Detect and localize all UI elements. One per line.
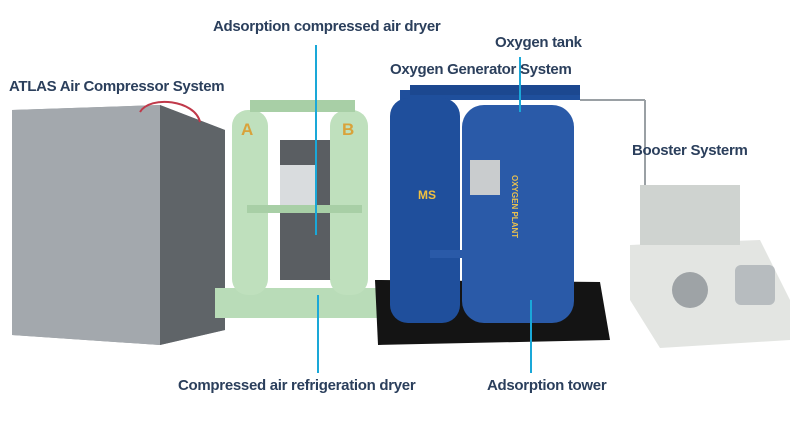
leader-line-adsorption-dryer — [315, 45, 317, 235]
leader-line-refrigeration-dryer — [317, 295, 319, 373]
air-dryer-unit — [215, 100, 385, 318]
label-booster: Booster Systerm — [632, 142, 748, 159]
leader-line-oxygen-tank — [519, 57, 521, 112]
brand-mark: MS — [418, 188, 436, 202]
label-adsorption-dryer: Adsorption compressed air dryer — [213, 18, 441, 35]
plant-text: OXYGEN PLANT — [510, 175, 519, 239]
oxygen-generator — [390, 85, 646, 323]
label-generator: Oxygen Generator System — [390, 61, 572, 78]
label-refrigeration-dryer: Compressed air refrigeration dryer — [178, 377, 416, 394]
label-compressor: ATLAS Air Compressor System — [9, 78, 225, 95]
label-oxygen-tank: Oxygen tank — [495, 34, 582, 51]
label-adsorption-tower: Adsorption tower — [487, 377, 607, 394]
air-compressor-cabinet — [12, 100, 225, 345]
tower-b-mark: B — [342, 120, 355, 139]
booster-unit — [630, 185, 790, 348]
leader-line-adsorption-tower — [530, 300, 532, 373]
tower-a-mark: A — [241, 120, 254, 139]
